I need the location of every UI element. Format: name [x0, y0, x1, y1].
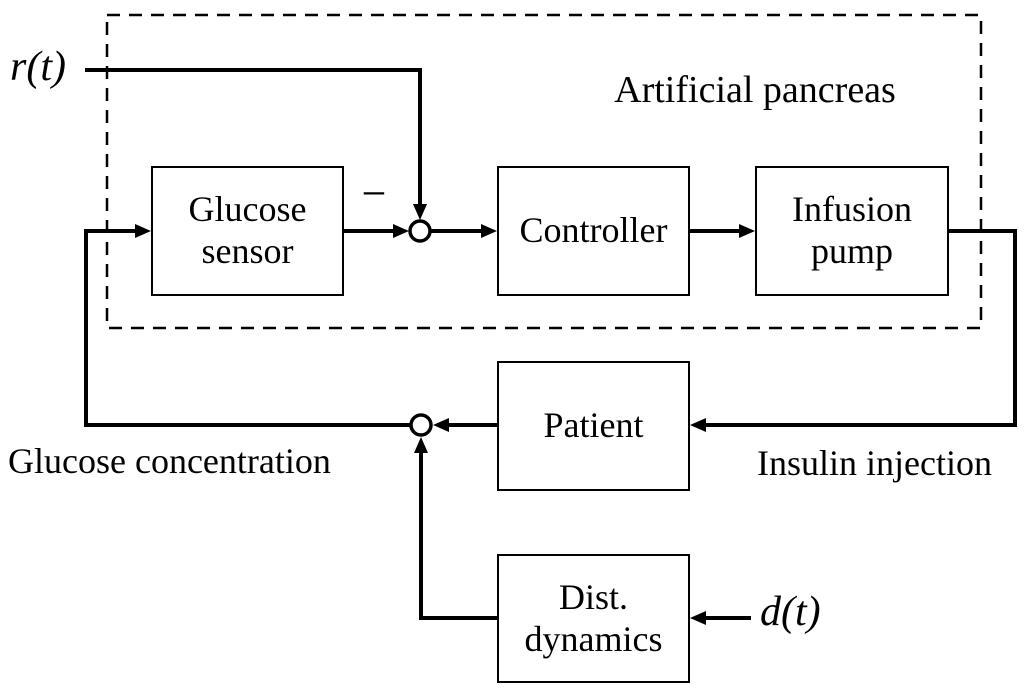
block-patient: Patient [497, 361, 690, 491]
block-patient-label: Patient [543, 405, 644, 446]
arrowhead-pump-right-icon [739, 224, 755, 238]
block-infusion-pump-label: Infusion pump [792, 189, 912, 271]
glucose-concentration-label: Glucose concentration [8, 441, 331, 481]
arrowhead-sensor-input-right-icon [135, 224, 151, 238]
arrowhead-controller-right-icon [481, 224, 497, 238]
system-title: Artificial pancreas [614, 69, 896, 111]
arrowhead-dist-left-icon [690, 611, 706, 625]
block-dist-dynamics: Dist. dynamics [497, 554, 690, 683]
minus-sign: − [361, 169, 387, 218]
wire-insulin-injection [704, 229, 1017, 427]
arrowhead-patient-left-icon [690, 418, 706, 432]
summing-junction-error-icon [408, 219, 432, 243]
arrowhead-junction2-up-icon [414, 437, 428, 453]
summing-junction-disturbance-icon [409, 413, 433, 437]
block-glucose-sensor-label: Glucose sensor [188, 189, 307, 271]
wire-disturbance-output [419, 450, 497, 620]
wire-glucose-feedback [84, 229, 411, 427]
arrowhead-sensor-right-icon [393, 224, 409, 238]
block-dist-dynamics-label: Dist. dynamics [524, 576, 663, 659]
block-infusion-pump: Infusion pump [755, 166, 949, 296]
arrowhead-reference-down-icon [413, 204, 427, 220]
block-glucose-sensor: Glucose sensor [151, 166, 344, 296]
wire-reference [85, 68, 422, 207]
insulin-injection-label: Insulin injection [757, 443, 992, 483]
arrowhead-junction2-left-icon [433, 418, 449, 432]
block-controller-label: Controller [519, 210, 668, 251]
disturbance-signal-label: d(t) [760, 589, 821, 635]
block-controller: Controller [497, 166, 690, 296]
reference-signal-label: r(t) [10, 44, 66, 90]
